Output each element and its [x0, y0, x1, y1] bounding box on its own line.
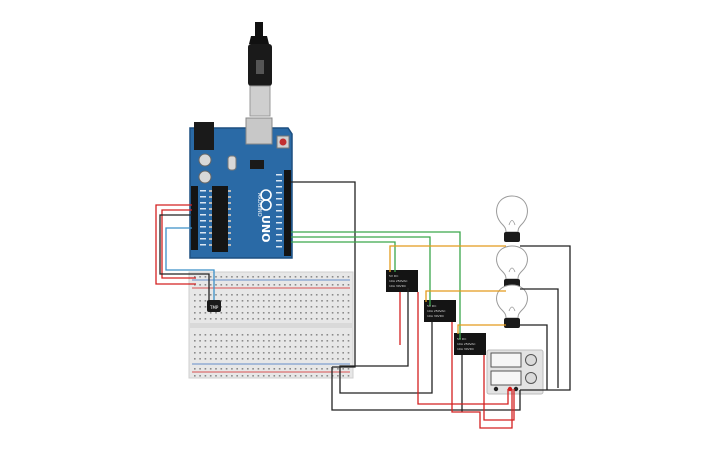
- relay-3[interactable]: 5V DC 10A 250VAC 10A 30VDC: [454, 333, 486, 355]
- arduino-uno-board[interactable]: ARDUINO UNO: [189, 117, 293, 259]
- relay-2[interactable]: 5V DC 10A 250VAC 10A 30VDC: [424, 300, 456, 322]
- power-analog-header[interactable]: [191, 186, 198, 250]
- temperature-sensor[interactable]: TMP: [207, 300, 221, 312]
- light-bulb-icon[interactable]: [496, 284, 528, 328]
- relay-3-label-2: 10A 250VAC: [457, 342, 476, 346]
- digital-header[interactable]: [284, 170, 291, 256]
- board-brand: ARDUINO: [256, 193, 262, 217]
- usb-cable-icon: [248, 22, 272, 117]
- relay-1[interactable]: 5V DC 10A 250VAC 10A 30VDC: [386, 270, 418, 292]
- breadboard[interactable]: [188, 271, 354, 379]
- arduino-logo-icon: [260, 189, 272, 211]
- breadboard-holes: [194, 276, 350, 377]
- relay-1-label-3: 10A 30VDC: [389, 284, 406, 288]
- board-model: UNO: [259, 215, 272, 243]
- light-bulb-icon[interactable]: [496, 195, 528, 242]
- relay-2-label-2: 10A 250VAC: [427, 309, 446, 313]
- relay-1-label-1: 5V DC: [389, 274, 398, 278]
- relay-3-label-3: 10A 30VDC: [457, 347, 474, 351]
- relay-2-label-3: 10A 30VDC: [427, 314, 444, 318]
- relay-3-label-1: 5V DC: [457, 337, 466, 341]
- power-supply-icon[interactable]: [486, 349, 544, 395]
- wires: [155, 181, 571, 429]
- relay-2-label-1: 5V DC: [427, 304, 436, 308]
- light-bulb-icon[interactable]: [496, 245, 528, 289]
- relay-1-label-2: 10A 250VAC: [389, 279, 408, 283]
- sensor-label: TMP: [209, 305, 219, 310]
